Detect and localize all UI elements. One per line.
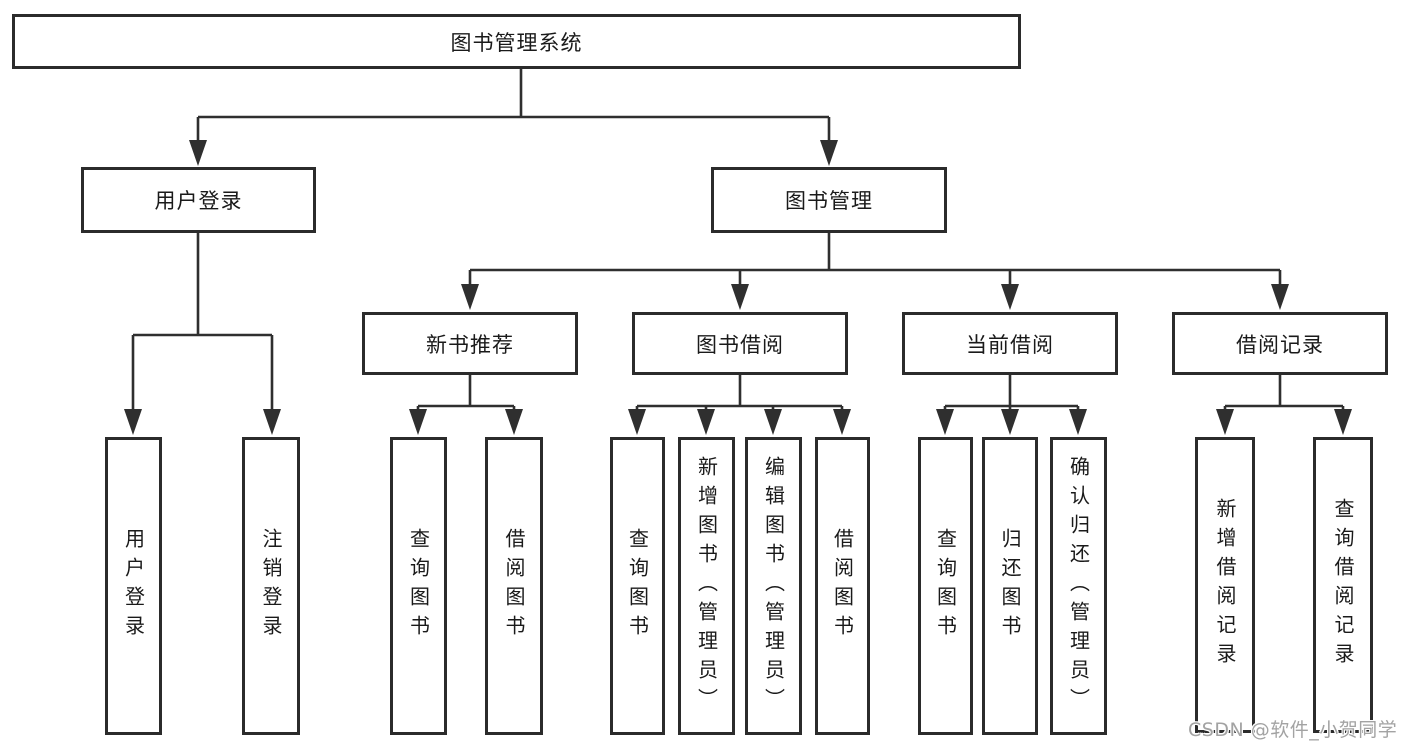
node-label: 确认归还（管理员） <box>1066 455 1091 717</box>
node-library-management-system: 图书管理系统 <box>12 14 1021 69</box>
node-label: 查询图书 <box>933 528 958 644</box>
node-label: 用户登录 <box>121 528 146 644</box>
leaf-records-add-record: 新增借阅记录 <box>1195 437 1255 733</box>
node-label: 图书管理 <box>785 189 873 213</box>
node-label: 新增图书（管理员） <box>694 455 719 717</box>
leaf-user-login: 用户登录 <box>105 437 162 735</box>
node-label: 图书借阅 <box>696 332 784 357</box>
leaf-logout: 注销登录 <box>242 437 300 735</box>
node-book-management: 图书管理 <box>711 167 947 233</box>
leaf-borrowing-edit-books-admin: 编辑图书（管理员） <box>745 437 802 735</box>
node-label: 用户登录 <box>154 189 243 213</box>
node-label: 借阅图书 <box>830 528 855 644</box>
leaf-records-query-record: 查询借阅记录 <box>1313 437 1373 733</box>
node-label: 当前借阅 <box>966 332 1054 357</box>
arrowheads <box>124 140 1352 435</box>
node-label: 图书管理系统 <box>450 30 583 55</box>
leaf-borrowing-query-books: 查询图书 <box>610 437 665 735</box>
leaf-borrowing-add-books-admin: 新增图书（管理员） <box>678 437 735 735</box>
leaf-current-confirm-return-admin: 确认归还（管理员） <box>1050 437 1107 735</box>
node-label: 查询借阅记录 <box>1331 498 1355 672</box>
node-label: 借阅图书 <box>502 528 526 644</box>
node-label: 编辑图书（管理员） <box>761 455 786 717</box>
leaf-recommend-query-books: 查询图书 <box>390 437 447 735</box>
csdn-watermark: CSDN @软件_小贺同学 <box>1188 719 1398 741</box>
node-label: 查询图书 <box>406 528 431 644</box>
node-book-borrowing: 图书借阅 <box>632 312 848 375</box>
node-label: 新书推荐 <box>426 332 514 357</box>
node-new-book-recommend: 新书推荐 <box>362 312 578 375</box>
node-label: 归还图书 <box>998 528 1022 644</box>
leaf-current-query-books: 查询图书 <box>918 437 973 735</box>
node-label: 借阅记录 <box>1236 332 1324 357</box>
node-borrowing-records: 借阅记录 <box>1172 312 1388 375</box>
node-label: 查询图书 <box>625 528 650 644</box>
node-label: 新增借阅记录 <box>1213 498 1237 672</box>
leaf-borrowing-borrow-books: 借阅图书 <box>815 437 870 735</box>
node-label: 注销登录 <box>259 528 283 644</box>
leaf-current-return-books: 归还图书 <box>982 437 1038 735</box>
node-current-borrowing: 当前借阅 <box>902 312 1118 375</box>
leaf-recommend-borrow-books: 借阅图书 <box>485 437 543 735</box>
node-user-login: 用户登录 <box>81 167 316 233</box>
